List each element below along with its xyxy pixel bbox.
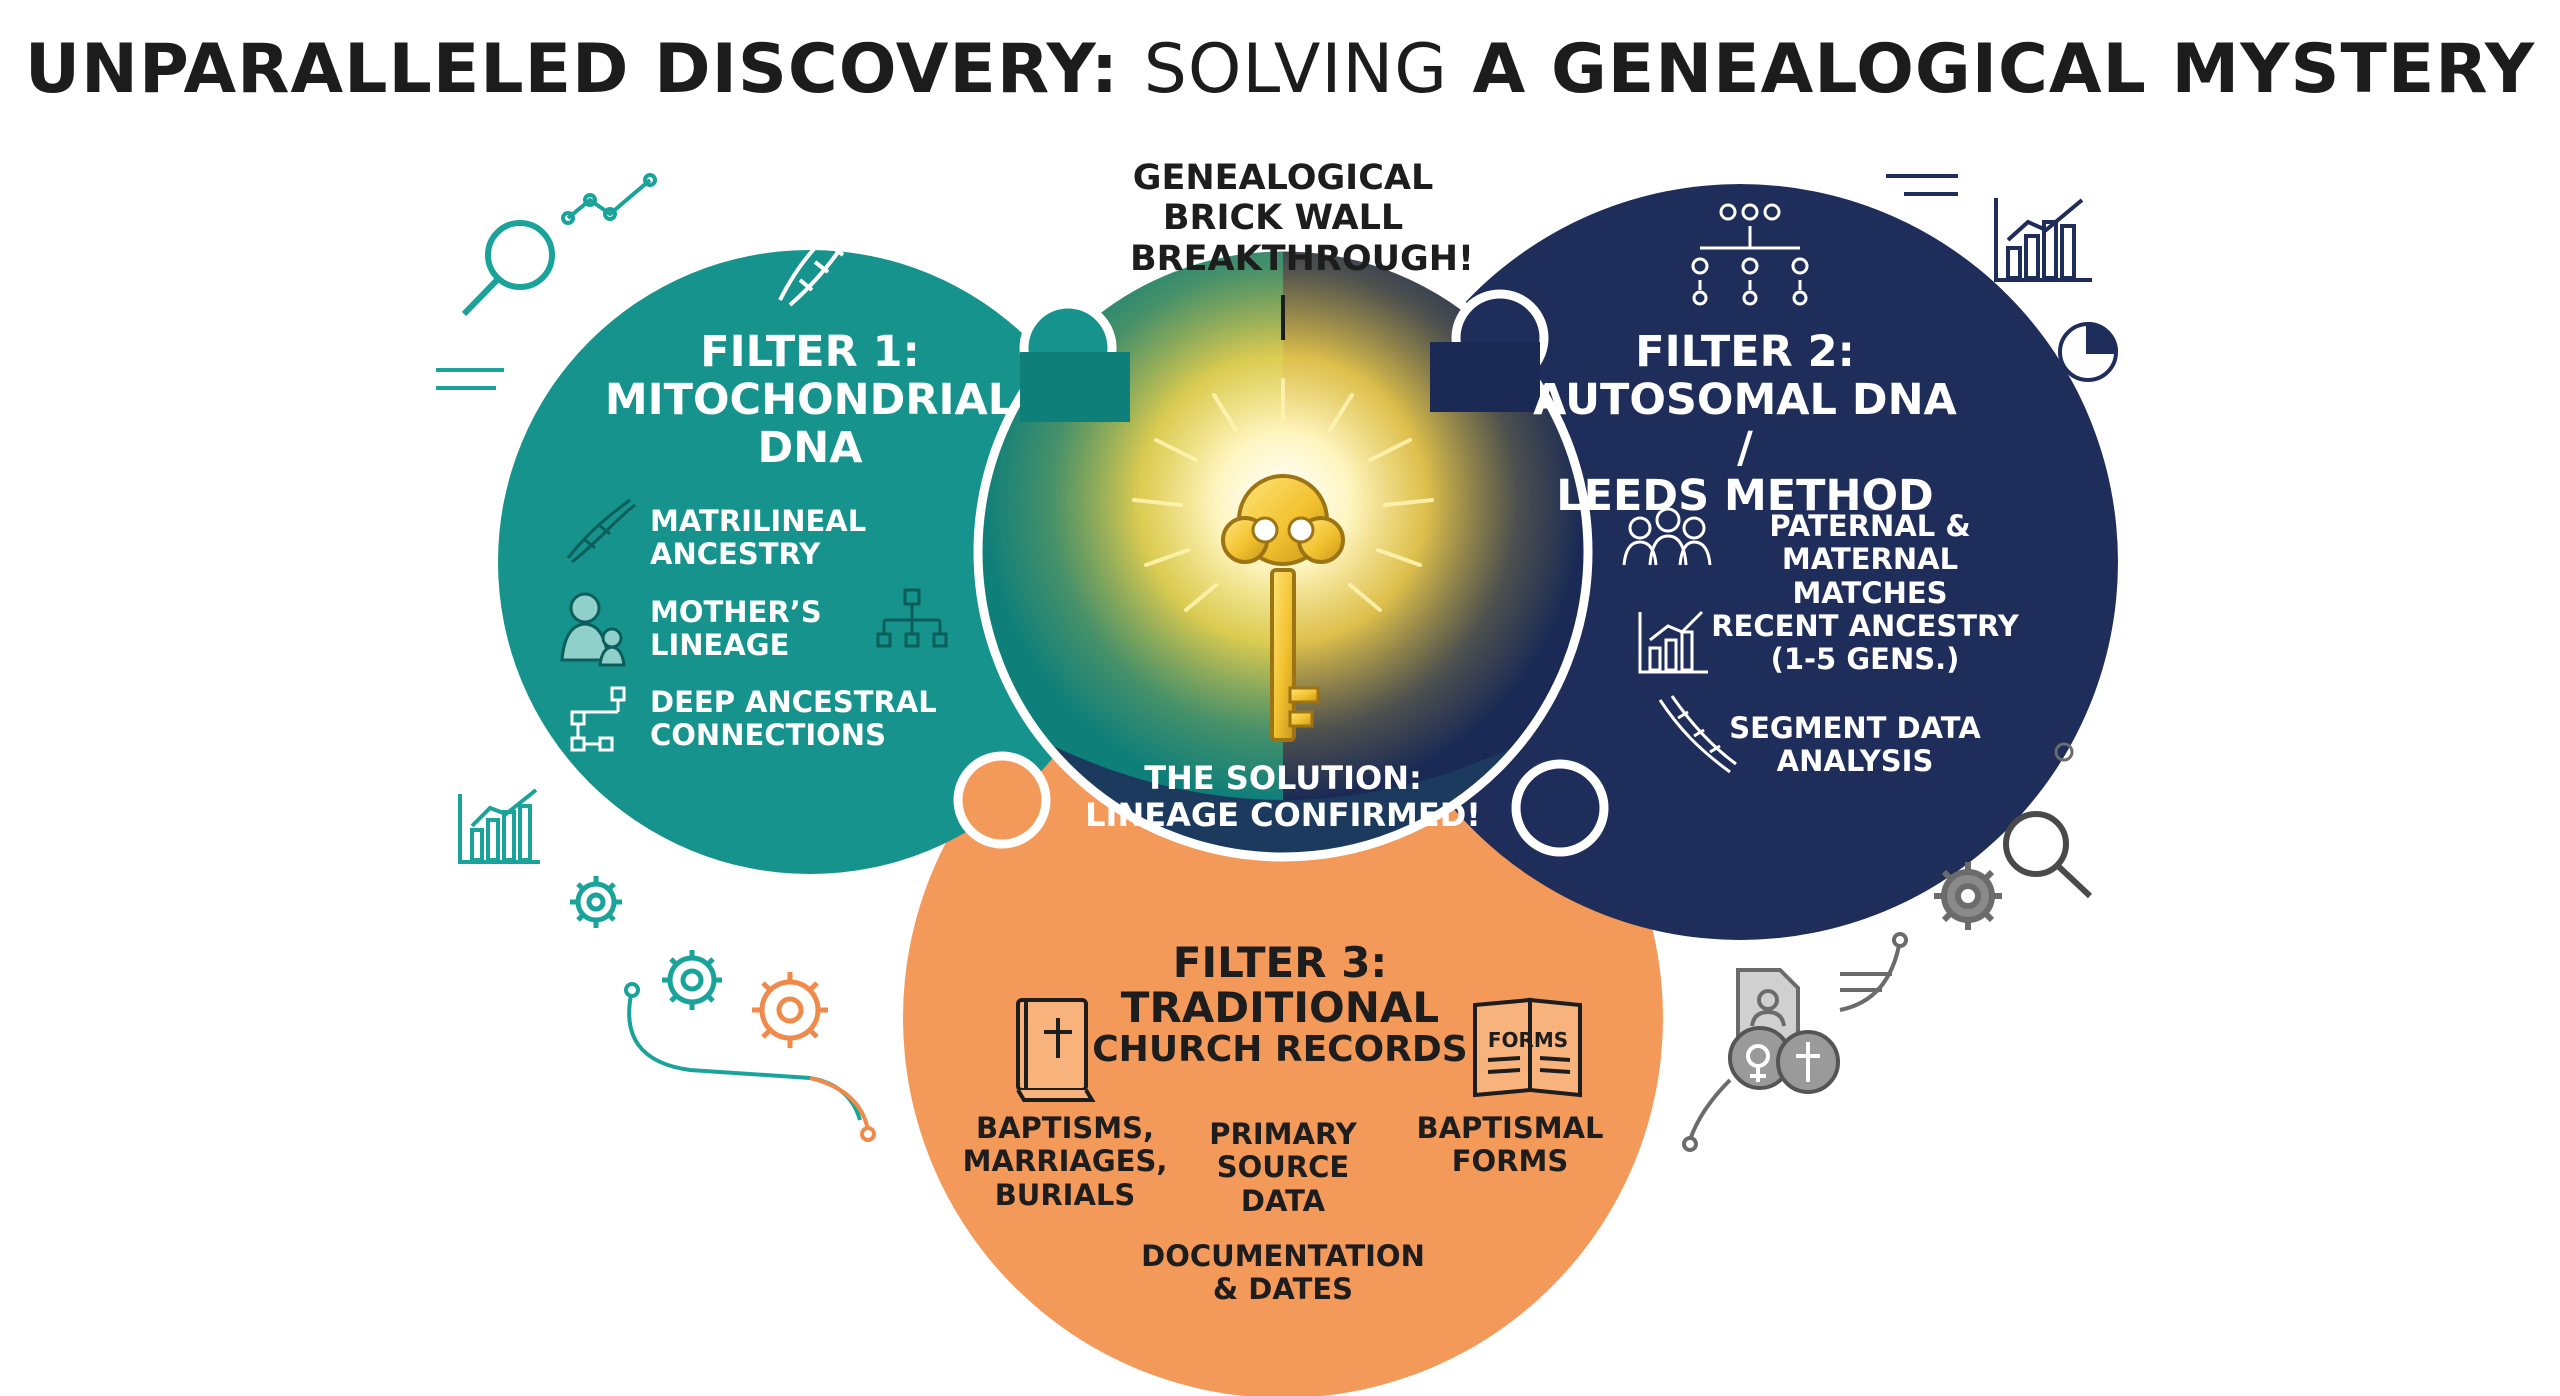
dna-icon [566, 498, 636, 564]
filter3-item-1-line-2: MARRIAGES, [962, 1144, 1168, 1179]
filter3-item-3-line-1: BAPTISMAL [1416, 1111, 1604, 1145]
lines-icon [1840, 972, 1892, 992]
filter3-item-1-line-1: BAPTISMS, [975, 1111, 1155, 1145]
solution-text: THE SOLUTION: LINEAGE CONFIRMED! [1080, 760, 1486, 834]
filter2-circle [1362, 184, 2118, 940]
connector-line-icon [624, 982, 862, 1121]
filter1-item-3-line-1: DEEP ANCESTRAL [650, 685, 937, 719]
filter2-item-2: RECENT ANCESTRY (1-5 GENS.) [1700, 609, 2030, 677]
filter1-item-1-line-1: MATRILINEAL [650, 504, 867, 538]
filter1-item-2-line-1: MOTHER’S [650, 595, 822, 629]
lines-icon [436, 368, 504, 390]
filter3-item-1-line-3: BURIALS [994, 1177, 1136, 1212]
title-part-1: UNPARALLELED DISCOVERY: [24, 30, 1120, 109]
filter3-item-2-line-3: DATA [1240, 1183, 1326, 1218]
light-rays [1132, 378, 1434, 612]
filter3-heading: FILTER 3: TRADITIONAL CHURCH RECORDS [1070, 940, 1490, 1070]
puzzle-knob-bottom-right [1511, 759, 1609, 857]
filter1-item-1: MATRILINEAL ANCESTRY [650, 504, 867, 572]
filter1-item-2-line-2: LINEAGE [650, 628, 790, 663]
filter2-item-2-line-2: (1-5 GENS.) [1770, 642, 1960, 677]
tree-icon [876, 588, 948, 648]
magnifier-icon [2003, 811, 2093, 899]
breakthrough-line-2: BRICK WALL [1162, 198, 1404, 239]
dot-icon [2054, 742, 2074, 762]
filter1-item-2: MOTHER’S LINEAGE [650, 595, 822, 663]
filter2-item-1-line-1: PATERNAL & [1769, 509, 1971, 543]
title-part-3: A GENEALOGICAL MYSTERY [1472, 30, 2536, 109]
gear-icon [662, 950, 722, 1010]
page-title: UNPARALLELED DISCOVERY: SOLVING A GENEAL… [0, 30, 2560, 109]
bar-chart-icon [458, 788, 540, 864]
puzzle-knob-right [1430, 289, 1549, 412]
puzzle-knob-bottom-left [953, 751, 1051, 849]
dna-icon [1658, 695, 1737, 774]
pie-chart-icon [2058, 321, 2119, 382]
filter2-item-2-line-1: RECENT ANCESTRY [1711, 609, 2019, 643]
filter1-item-3: DEEP ANCESTRAL CONNECTIONS [650, 685, 937, 753]
filter3-item-2: PRIMARY SOURCE DATA [1183, 1117, 1383, 1218]
tree-icon [570, 686, 626, 752]
filter2-item-3-line-2: ANALYSIS [1776, 744, 1934, 779]
filter1-heading: FILTER 1: MITOCHONDRIAL DNA [580, 327, 1040, 474]
filter2-heading-line-2: AUTOSOMAL DNA / [1533, 375, 1957, 474]
bar-chart-icon [1994, 198, 2092, 282]
dna-icon [778, 203, 867, 307]
filter3-item-3: BAPTISMAL FORMS [1400, 1111, 1620, 1179]
magnifier-icon [461, 220, 555, 317]
filter1-item-1-line-2: ANCESTRY [650, 537, 821, 572]
filter3-item-1: BAPTISMS, MARRIAGES, BURIALS [955, 1111, 1175, 1212]
forms-label: FORMS [1488, 1028, 1568, 1052]
filter1-item-3-line-2: CONNECTIONS [650, 718, 886, 753]
gear-icon [752, 972, 828, 1048]
cross-icon [1776, 1030, 1840, 1094]
filter2-item-3: SEGMENT DATA ANALYSIS [1720, 711, 1990, 779]
filter2-item-1-line-2: MATERNAL MATCHES [1781, 542, 1959, 610]
filter2-heading: FILTER 2: AUTOSOMAL DNA / LEEDS METHOD [1530, 328, 1960, 521]
bar-chart-icon [1638, 610, 1708, 674]
breakthrough-callout: GENEALOGICAL BRICK WALL BREAKTHROUGH! [1130, 158, 1475, 279]
people-icon [1622, 507, 1712, 566]
title-part-2: SOLVING [1143, 30, 1448, 109]
gear-icon [570, 876, 622, 928]
bible-icon [1016, 998, 1096, 1102]
filter3-item-4-line-1: DOCUMENTATION [1141, 1239, 1425, 1273]
filter3-item-4: DOCUMENTATION & DATES [1120, 1239, 1446, 1307]
filter2-item-1: PATERNAL & MATERNAL MATCHES [1700, 509, 2040, 610]
filter2-heading-line-1: FILTER 2: [1635, 327, 1855, 377]
line-chart-icon [561, 173, 657, 225]
key-icon [1221, 474, 1345, 742]
puzzle-knob-left [1019, 299, 1130, 422]
connector-line-icon [1682, 1078, 1732, 1152]
filter3-heading-line-1: FILTER 3: [1172, 938, 1388, 987]
filter3-item-2-line-2: SOURCE [1216, 1150, 1350, 1185]
mother-child-icon [560, 592, 626, 667]
filter1-circle [498, 250, 1122, 874]
filter2-heading-line-3: LEEDS METHOD [1556, 471, 1934, 522]
lines-icon [1886, 174, 1958, 196]
gear-icon [1934, 862, 2002, 930]
breakthrough-line-1: GENEALOGICAL [1132, 158, 1434, 198]
filter1-heading-line-3: DNA [757, 423, 863, 474]
breakthrough-line-3: BREAKTHROUGH! [1130, 238, 1475, 279]
filter3-item-4-line-2: & DATES [1212, 1272, 1354, 1307]
filter3-item-2-line-1: PRIMARY [1209, 1117, 1357, 1151]
connector-line-icon [809, 1076, 876, 1142]
filter2-item-3-line-1: SEGMENT DATA [1729, 711, 1981, 745]
forms-book-icon: FORMS [1473, 997, 1582, 1098]
filter3-heading-line-3: CHURCH RECORDS [1092, 1028, 1468, 1070]
solution-line-2: LINEAGE CONFIRMED! [1085, 795, 1481, 834]
solution-line-1: THE SOLUTION: [1144, 759, 1422, 797]
filter1-heading-line-2: MITOCHONDRIAL [604, 375, 1016, 426]
filter1-heading-line-1: FILTER 1: [700, 327, 920, 377]
family-tree-icon [1691, 203, 1809, 306]
filter3-heading-line-2: TRADITIONAL [1120, 983, 1440, 1033]
filter3-item-3-line-2: FORMS [1451, 1144, 1569, 1179]
connector-line-icon [1839, 932, 1908, 1012]
